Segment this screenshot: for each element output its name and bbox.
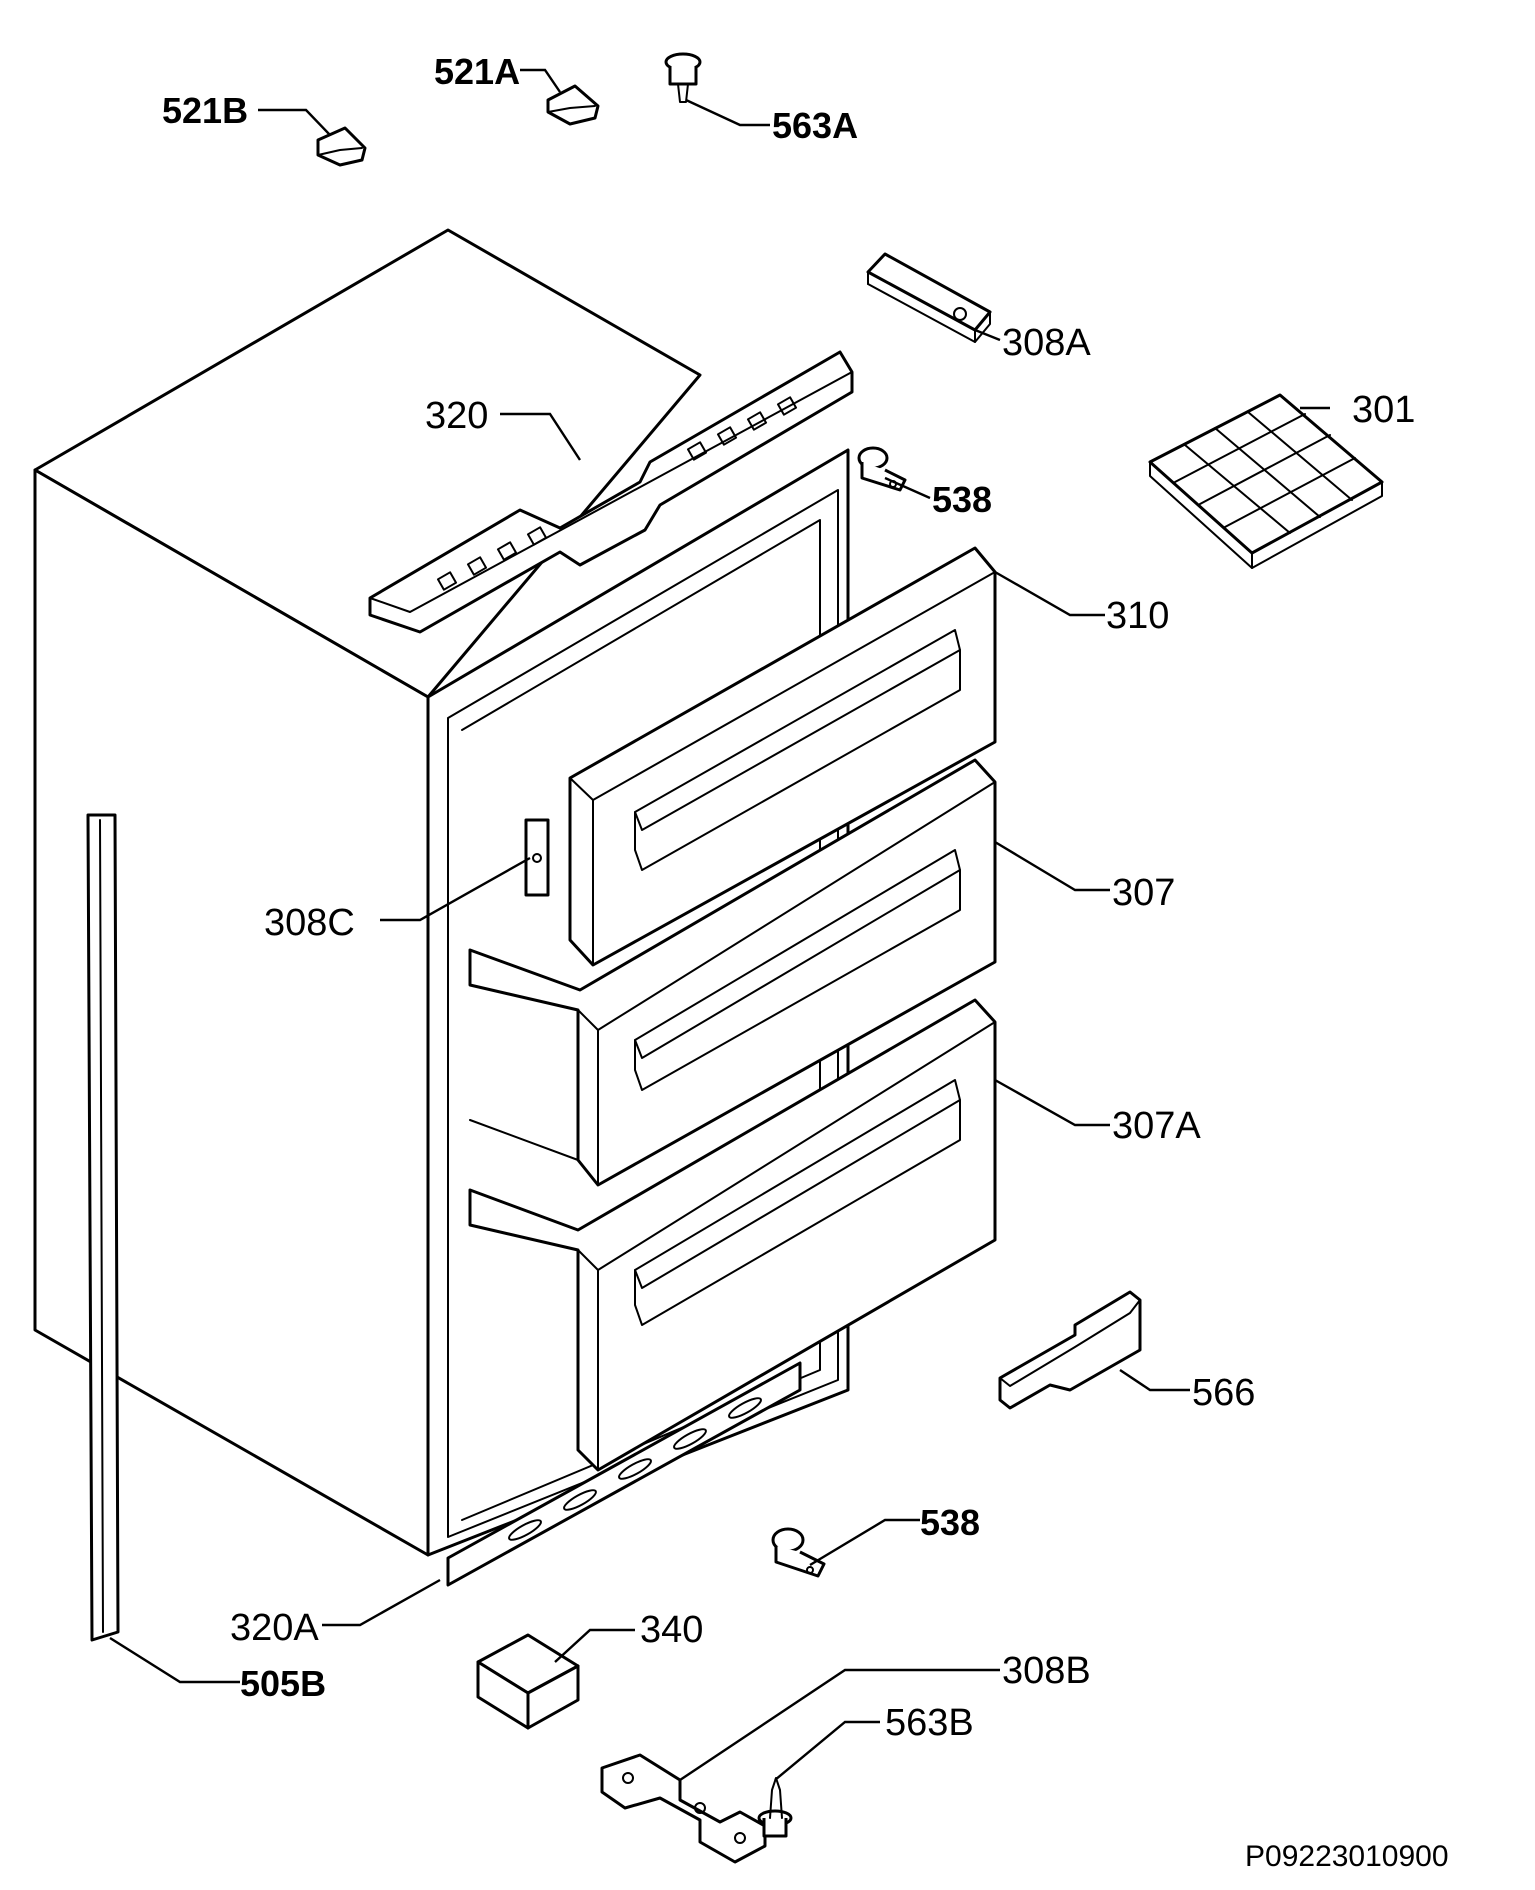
- drawer-307-front: [468, 758, 997, 1187]
- part-320-top-cover[interactable]: [368, 350, 854, 634]
- drawer-307-handle: [634, 849, 961, 1091]
- label-308C: 308C: [264, 902, 355, 944]
- drawer-310-front: [568, 546, 997, 967]
- label-310: 310: [1106, 595, 1169, 637]
- label-308B: 308B: [1002, 1650, 1091, 1692]
- drawer-310-handle: [634, 629, 961, 871]
- label-521A: 521A: [434, 51, 520, 92]
- label-505B: 505B: [240, 1663, 326, 1704]
- label-320A: 320A: [230, 1607, 319, 1649]
- part-538-bottom[interactable]: [771, 1527, 826, 1578]
- leader-lines: [109, 68, 1330, 1781]
- part-563B-screw[interactable]: [757, 1777, 793, 1838]
- drawer-307[interactable]: [468, 758, 997, 1187]
- label-320: 320: [425, 395, 488, 437]
- label-538-top: 538: [932, 479, 992, 520]
- part-521B[interactable]: [316, 126, 367, 167]
- label-301: 301: [1352, 389, 1415, 431]
- part-505B-seal-strip[interactable]: [86, 813, 120, 1642]
- label-563B: 563B: [885, 1702, 974, 1744]
- part-563A-screw[interactable]: [664, 52, 702, 103]
- part-566-clip[interactable]: [998, 1290, 1142, 1410]
- drawer-310[interactable]: [568, 546, 997, 967]
- part-308B-hinge[interactable]: [600, 1753, 767, 1864]
- label-307A: 307A: [1112, 1105, 1201, 1147]
- part-301-ice-tray[interactable]: [1148, 393, 1384, 569]
- label-340: 340: [640, 1609, 703, 1651]
- part-320A-bottom-rail[interactable]: [446, 1361, 802, 1587]
- label-521B: 521B: [162, 90, 248, 131]
- label-566: 566: [1192, 1372, 1255, 1414]
- label-307: 307: [1112, 872, 1175, 914]
- drawer-307A-handle: [634, 1079, 961, 1326]
- part-308C-bracket[interactable]: [524, 818, 550, 897]
- part-308A-hinge[interactable]: [866, 252, 992, 343]
- drawer-307A[interactable]: [468, 998, 997, 1472]
- label-308A: 308A: [1002, 322, 1091, 364]
- part-labels: 521B 521A 563A 308A 320 301 538 310 307 …: [162, 51, 1449, 1873]
- label-563A: 563A: [772, 105, 858, 146]
- cabinet-opening: [447, 489, 839, 1538]
- part-340-block[interactable]: [476, 1633, 580, 1730]
- part-521A[interactable]: [546, 84, 600, 126]
- drawing-code: P09223010900: [1245, 1840, 1449, 1873]
- label-538-bottom: 538: [920, 1502, 980, 1543]
